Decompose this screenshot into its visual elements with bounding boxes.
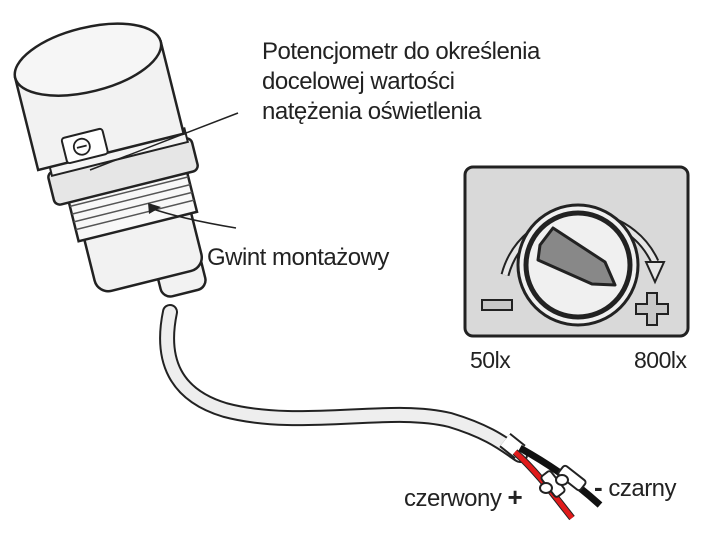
plus-icon bbox=[635, 292, 669, 326]
scale-min-label: 50lx bbox=[470, 347, 511, 373]
wire-positive-name: czerwony bbox=[404, 485, 502, 512]
minus-icon bbox=[481, 299, 513, 311]
potentiometer-label-line-3: natężenia oświetlenia bbox=[262, 98, 481, 125]
sensor-body bbox=[13, 22, 207, 298]
potentiometer-label: Potencjometr do określenia docelowej war… bbox=[262, 37, 540, 127]
knob-pointer bbox=[536, 226, 617, 287]
ferrule-negative bbox=[555, 464, 587, 492]
minus-sign: - bbox=[594, 472, 603, 502]
thread-leader-line bbox=[149, 207, 237, 229]
knob-detail-panel bbox=[463, 165, 690, 338]
potentiometer-label-line-2: docelowej wartości bbox=[262, 68, 455, 95]
potentiometer-leader-line bbox=[89, 112, 239, 171]
wire-positive-label: czerwony + bbox=[404, 482, 523, 514]
wire-negative-name: czarny bbox=[608, 475, 677, 502]
thread-label: Gwint montażowy bbox=[207, 244, 389, 271]
wire-negative-label: - czarny bbox=[594, 472, 677, 504]
scale-max-label: 800lx bbox=[634, 347, 687, 373]
plus-sign: + bbox=[507, 482, 523, 512]
mounting-thread bbox=[66, 167, 199, 243]
potentiometer-window bbox=[60, 127, 109, 165]
potentiometer-label-line-1: Potencjometr do określenia bbox=[262, 38, 540, 65]
